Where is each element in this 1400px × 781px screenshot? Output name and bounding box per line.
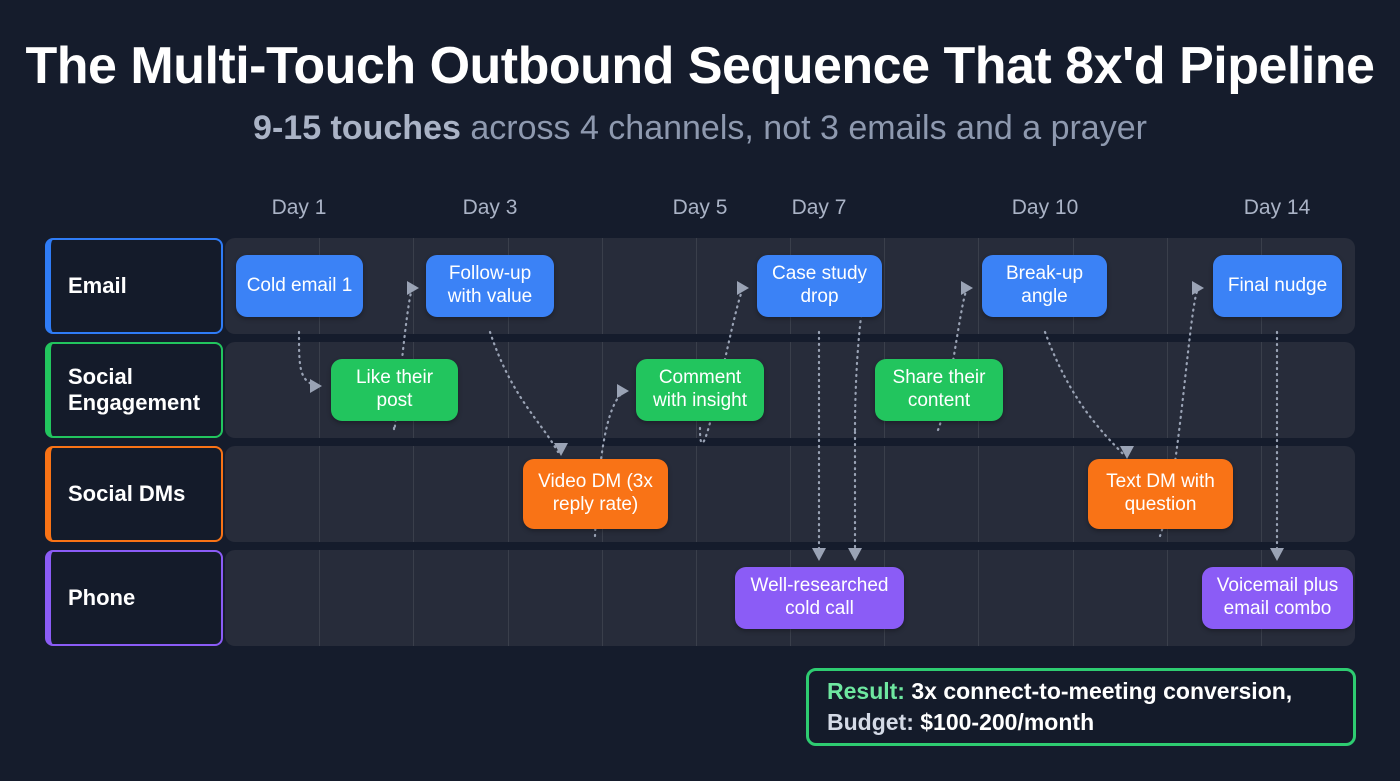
gridline [1073, 550, 1074, 646]
gridline [508, 446, 509, 542]
gridline [978, 446, 979, 542]
gridline [319, 342, 320, 438]
row-label-text: Phone [68, 584, 136, 610]
gridline [1167, 238, 1168, 334]
gridline [1167, 342, 1168, 438]
row-label-phone[interactable]: Phone [45, 550, 223, 646]
budget-value: $100-200/month [913, 709, 1095, 735]
gridline [319, 550, 320, 646]
gridline [413, 238, 414, 334]
gridline [978, 238, 979, 334]
touchpoint-card[interactable]: Voicemail plus email combo [1202, 567, 1353, 629]
day-label-day-5: Day 5 [672, 196, 728, 219]
row-label-social-dms[interactable]: Social DMs [45, 446, 223, 542]
gridline [1167, 550, 1168, 646]
gridline [508, 550, 509, 646]
result-line-2: Budget: $100-200/month [827, 707, 1353, 738]
budget-label: Budget: [827, 709, 914, 735]
day-label-day-3: Day 3 [462, 196, 518, 219]
gridline [696, 446, 697, 542]
touchpoint-card[interactable]: Share their content [875, 359, 1003, 421]
gridline [790, 342, 791, 438]
gridline [413, 550, 414, 646]
touchpoint-card[interactable]: Well-researched cold call [735, 567, 904, 629]
gridline [413, 446, 414, 542]
gridline [1073, 342, 1074, 438]
touchpoint-card[interactable]: Cold email 1 [236, 255, 363, 317]
day-label-day-7: Day 7 [791, 196, 847, 219]
day-label-day-1: Day 1 [271, 196, 327, 219]
gridline [790, 446, 791, 542]
result-label: Result: [827, 678, 905, 705]
gridline [696, 550, 697, 646]
touchpoint-card[interactable]: Case study drop [757, 255, 882, 317]
subtitle-rest: across 4 channels, not 3 emails and a pr… [460, 109, 1147, 147]
touchpoint-card[interactable]: Like their post [331, 359, 458, 421]
day-label-day-10: Day 10 [1011, 196, 1079, 219]
row-label-email[interactable]: Email [45, 238, 223, 334]
touchpoint-card[interactable]: Comment with insight [636, 359, 764, 421]
result-banner: Result: 3x connect-to-meeting conversion… [806, 668, 1356, 746]
gridline [508, 342, 509, 438]
gridline [1073, 446, 1074, 542]
row-label-text: Email [68, 272, 127, 298]
gridline [1261, 342, 1262, 438]
day-label-day-14: Day 14 [1243, 196, 1311, 219]
day-axis: Day 1 Day 3 Day 5 Day 7 Day 10 Day 14 [0, 196, 1400, 228]
gridline [319, 446, 320, 542]
touchpoint-card[interactable]: Final nudge [1213, 255, 1342, 317]
row-label-text: Social Engagement [68, 363, 201, 415]
result-value: 3x connect-to-meeting conversion, [904, 678, 1293, 705]
touchpoint-card[interactable]: Follow-up with value [426, 255, 554, 317]
gridline [978, 550, 979, 646]
timeline-grid: Email Cold email 1 Follow-up with value Cas… [0, 238, 1400, 648]
gridline [602, 238, 603, 334]
gridline [696, 238, 697, 334]
gridline [602, 342, 603, 438]
page-subtitle: 9-15 touches across 4 channels, not 3 em… [0, 108, 1400, 149]
gridline [884, 446, 885, 542]
row-label-text: Social DMs [68, 480, 186, 506]
gridline [602, 550, 603, 646]
gridline [1261, 446, 1262, 542]
touchpoint-card[interactable]: Text DM with question [1088, 459, 1233, 529]
page-title: The Multi-Touch Outbound Sequence That 8… [25, 37, 1375, 95]
result-line-1: Result: 3x connect-to-meeting conversion… [827, 676, 1353, 707]
row-label-social-engagement[interactable]: Social Engagement [45, 342, 223, 438]
touchpoint-card[interactable]: Video DM (3x reply rate) [523, 459, 668, 529]
subtitle-highlight: 9-15 touches [253, 109, 461, 147]
touchpoint-card[interactable]: Break-up angle [982, 255, 1107, 317]
gridline [884, 238, 885, 334]
